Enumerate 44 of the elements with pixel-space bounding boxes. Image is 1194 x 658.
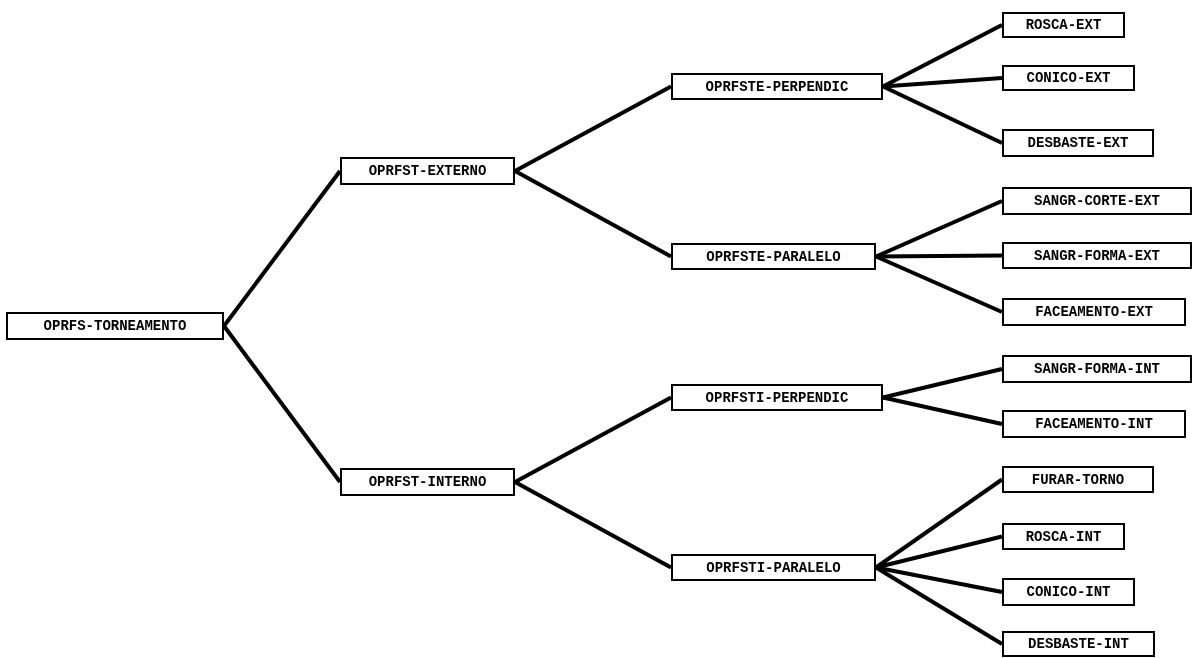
connector-line bbox=[514, 395, 672, 484]
connector-line bbox=[514, 480, 672, 570]
node-box bbox=[1002, 410, 1186, 438]
node-label: OPRFST-INTERNO bbox=[368, 474, 487, 490]
node-label: OPRFSTE-PERPENDIC bbox=[705, 78, 849, 95]
node-box bbox=[1002, 129, 1154, 157]
node-box bbox=[1002, 578, 1135, 606]
node-box bbox=[6, 312, 224, 340]
node-box bbox=[340, 468, 515, 496]
connector-line bbox=[882, 395, 1003, 426]
node-box bbox=[340, 157, 515, 185]
node-label: OPRFSTE-PARALELO bbox=[706, 248, 841, 265]
node-label: OPRFSTI-PERPENDIC bbox=[705, 389, 849, 406]
node-label: FACEAMENTO-INT bbox=[1035, 416, 1153, 432]
connector-line bbox=[882, 367, 1003, 400]
node-label: SANGR-FORMA-INT bbox=[1034, 361, 1160, 377]
node-label: CONICO-INT bbox=[1026, 584, 1111, 600]
node-label: OPRFSTI-PARALELO bbox=[706, 559, 841, 576]
node-label: DESBASTE-EXT bbox=[1027, 135, 1129, 151]
node-box bbox=[671, 73, 883, 100]
node-box bbox=[671, 243, 876, 270]
node-box bbox=[1002, 631, 1155, 657]
node-box bbox=[1002, 466, 1154, 493]
node-label: ROSCA-INT bbox=[1025, 528, 1102, 545]
node-box bbox=[1002, 65, 1135, 91]
node-label: CONICO-EXT bbox=[1026, 70, 1111, 86]
connector-line bbox=[514, 169, 672, 259]
node-label: OPRFS-TORNEAMENTO bbox=[43, 318, 187, 334]
node-label: DESBASTE-INT bbox=[1028, 636, 1129, 652]
node-box bbox=[671, 384, 883, 411]
node-box bbox=[1002, 298, 1186, 326]
node-label: ROSCA-EXT bbox=[1025, 17, 1102, 33]
node-box bbox=[1002, 12, 1125, 38]
node-label: SANGR-CORTE-EXT bbox=[1034, 193, 1160, 209]
connector-line bbox=[514, 84, 672, 173]
node-label: SANGR-FORMA-EXT bbox=[1034, 247, 1160, 264]
node-label: FURAR-TORNO bbox=[1031, 471, 1125, 488]
node-box bbox=[1002, 242, 1192, 269]
node-box bbox=[671, 554, 876, 581]
node-box bbox=[1002, 523, 1125, 550]
node-box bbox=[1002, 187, 1192, 215]
node-label: OPRFST-EXTERNO bbox=[368, 163, 487, 179]
node-label: FACEAMENTO-EXT bbox=[1035, 304, 1153, 320]
node-box bbox=[1002, 355, 1192, 383]
